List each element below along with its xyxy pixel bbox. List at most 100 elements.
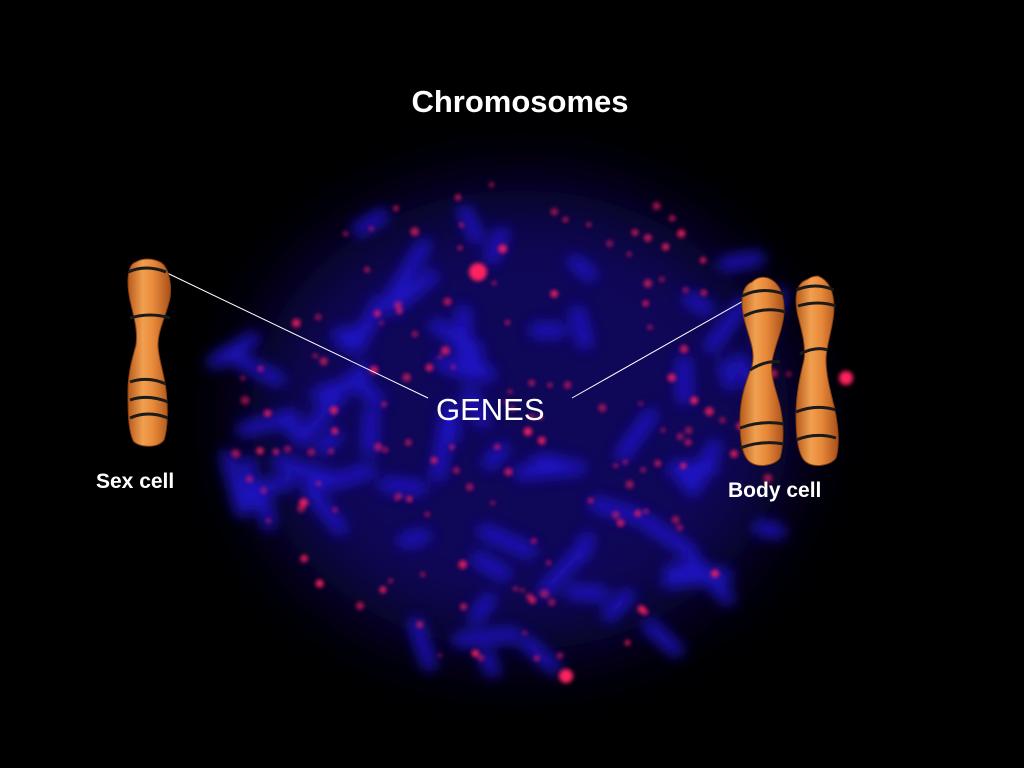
gene-spot [586, 222, 591, 227]
single-chromosome-icon [127, 258, 171, 447]
chromosome-rod [682, 291, 714, 316]
gene-spot [624, 640, 631, 646]
gene-spot [550, 208, 558, 216]
gene-spot [381, 402, 387, 407]
gene-spot [469, 263, 487, 281]
gene-spot [410, 227, 420, 236]
chromosome-rod [452, 627, 521, 647]
gene-spot [453, 467, 460, 474]
gene-spot [451, 365, 456, 370]
gene-spot [667, 373, 676, 382]
gene-spot [394, 301, 403, 310]
chromosome-rod [271, 454, 339, 487]
gene-spot [458, 560, 468, 569]
gene-spot [531, 538, 537, 544]
chromosome-rod [482, 442, 510, 471]
gene-spot [631, 229, 639, 236]
chromosome-rod [311, 381, 346, 402]
gene-spot [643, 279, 652, 288]
chromosome-rod [633, 511, 697, 559]
gene-spot [528, 379, 535, 387]
gene-spot [292, 318, 301, 328]
gene-spot [677, 229, 686, 238]
gene-spot [438, 653, 443, 658]
gene-spot [449, 444, 455, 450]
gene-spot [690, 396, 698, 405]
gene-spot [420, 572, 425, 577]
gene-spot [537, 436, 546, 445]
gene-spot [704, 407, 714, 416]
gene-spot [273, 449, 279, 455]
gene-spot [550, 290, 558, 298]
chromosome-rod [315, 429, 342, 455]
paired-chromosome-icon [739, 275, 839, 466]
gene-spot [711, 569, 719, 578]
gene-spot [625, 480, 634, 489]
chromosome-rod [434, 355, 481, 382]
chromosome-rod [220, 449, 250, 518]
chromosome-rod [303, 485, 348, 535]
chromosome-rod [529, 323, 567, 338]
gene-spot [316, 481, 321, 486]
gene-spot [652, 202, 661, 210]
chromosome-rod [397, 529, 431, 548]
gene-spot [671, 515, 680, 524]
chromosome-rod [236, 409, 301, 437]
gene-spot [529, 414, 535, 420]
chromosome-rod [642, 618, 684, 657]
gene-spot [634, 510, 642, 517]
chromosome-rod [362, 407, 379, 456]
gene-spot [416, 621, 423, 628]
chromosome-rod [478, 648, 500, 678]
gene-spot [617, 519, 625, 527]
gene-spot [364, 267, 370, 273]
gene-spot [240, 376, 245, 381]
gene-spot [562, 217, 568, 223]
gene-spot [563, 381, 572, 389]
gene-spot [613, 463, 619, 468]
gene-spot [557, 652, 563, 659]
gene-spot [258, 366, 264, 372]
chromosome-rod [565, 584, 610, 601]
gene-spot [559, 669, 573, 683]
gene-spot [644, 234, 652, 242]
gene-spot [396, 308, 403, 314]
gene-spot [356, 602, 364, 610]
chromosome-rod [470, 552, 512, 581]
gene-spot [523, 427, 533, 436]
gene-spot [379, 586, 387, 594]
gene-spot [441, 346, 450, 355]
gene-spot [503, 400, 508, 405]
gene-spot [231, 449, 241, 458]
gene-spot [402, 373, 411, 382]
chromosome-rod [462, 386, 490, 428]
chromosome-rod [468, 592, 496, 625]
gene-spot [623, 460, 628, 465]
gene-spot [642, 300, 649, 307]
gene-spot [660, 427, 666, 433]
sex-cell-label: Sex cell [96, 470, 175, 493]
gene-spot [411, 330, 418, 338]
gene-spot [393, 205, 399, 211]
gene-spot [478, 654, 485, 662]
gene-spot [492, 281, 497, 286]
gene-spot [679, 345, 689, 354]
gene-spot [676, 433, 684, 440]
body-cell-label: Body cell [728, 479, 822, 502]
chromosome-rod [207, 332, 260, 369]
chromosome-rod [429, 318, 484, 357]
gene-spot [700, 289, 707, 296]
gene-spot [490, 500, 496, 506]
chromosome-rod [677, 355, 692, 406]
chromosome-rod [352, 209, 389, 237]
gene-spot [588, 497, 594, 504]
gene-spot [786, 371, 792, 377]
slide-title: Chromosomes [411, 84, 629, 119]
gene-spot [546, 560, 552, 566]
gene-spot [457, 245, 463, 251]
gene-spot [307, 448, 315, 456]
gene-spot [406, 496, 413, 502]
gene-spot [425, 363, 434, 372]
chromosome-rod [431, 408, 456, 482]
